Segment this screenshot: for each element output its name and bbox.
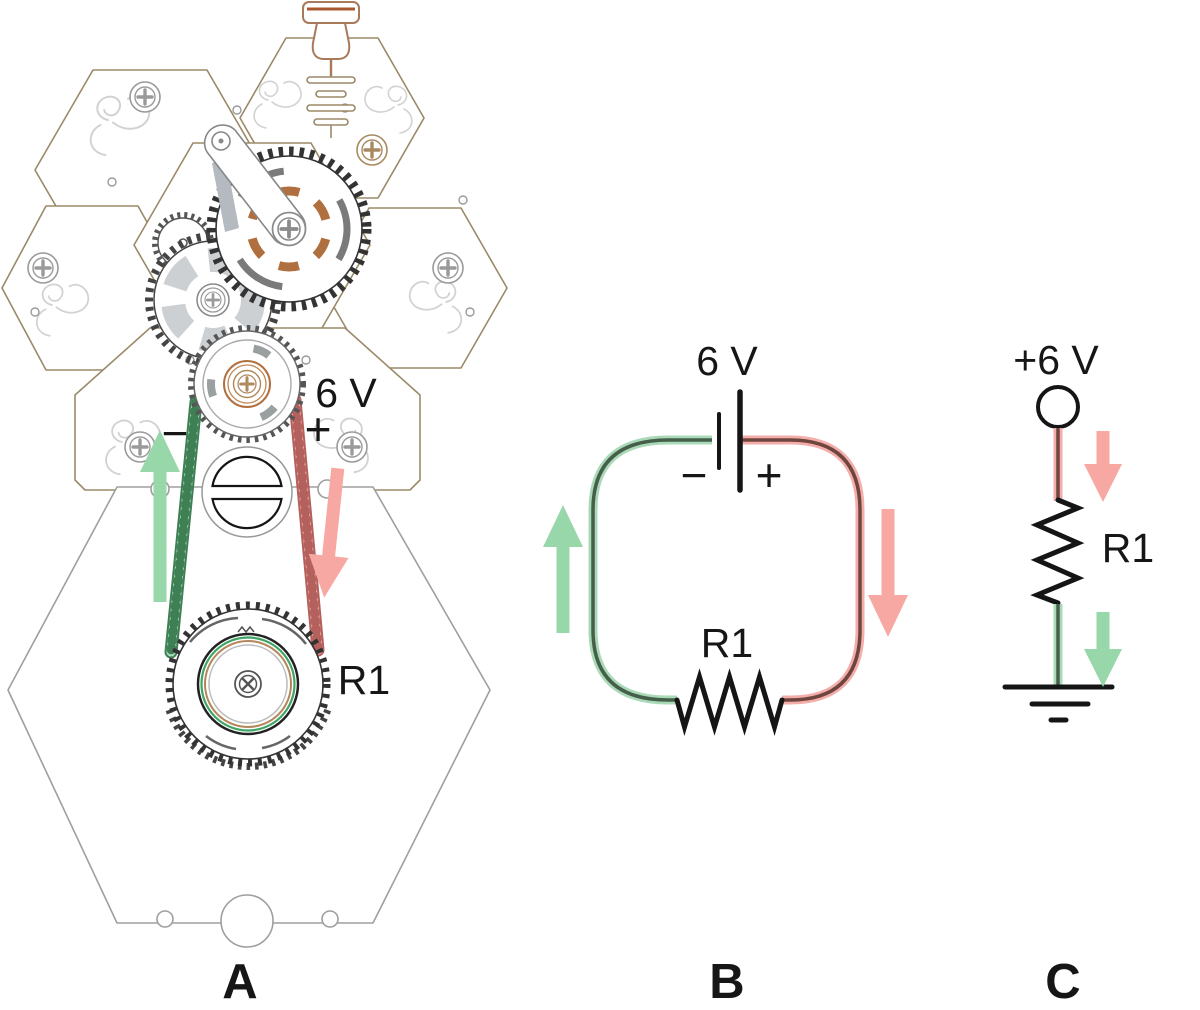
pin-hole (301, 355, 311, 365)
main-gear (203, 124, 372, 312)
current-down-arrow-icon (1084, 431, 1122, 502)
panel-a-letter: A (222, 955, 257, 1009)
screw-icon (128, 80, 162, 114)
pin-hole (465, 307, 475, 317)
current-down-arrow-icon (1084, 612, 1122, 687)
screw-icon (431, 251, 465, 285)
current-down-arrow-icon (868, 509, 908, 637)
plate-notch (156, 910, 174, 928)
panel-a-voltage-label: 6 V (315, 370, 377, 416)
pin-hole (232, 105, 242, 115)
screw-icon (26, 251, 60, 285)
panel-b-resistor-label: R1 (701, 620, 753, 666)
screw-icon (231, 368, 263, 400)
panel-b-plus-sign: + (756, 449, 783, 501)
chain-green (164, 395, 203, 659)
drive-sprocket (188, 325, 306, 443)
slotted-adjuster (201, 446, 293, 538)
panel-c-schematic: +6 V R1 (1002, 337, 1154, 723)
ratchet-slots (306, 76, 356, 138)
panel-c-resistor-label: R1 (1102, 525, 1154, 571)
resistor-symbol (674, 668, 785, 737)
panel-captions: A B C (222, 955, 1080, 1009)
battery-symbol (717, 389, 743, 493)
chain-red (288, 393, 325, 657)
plate-notch (321, 910, 339, 928)
load-gear-r1 (165, 601, 331, 767)
screw-icon (335, 430, 369, 464)
current-up-arrow-icon (543, 505, 583, 633)
panel-a-mechanism: 6 V − + R1 (1, 1, 508, 948)
wire-green-return (588, 435, 712, 705)
winding-key (302, 1, 360, 77)
current-down-arrow-icon (308, 467, 349, 598)
wire-red-supply (742, 435, 865, 705)
ground-symbol (1002, 684, 1115, 723)
panel-a-resistor-label: R1 (338, 657, 390, 703)
pallet-rod (212, 159, 239, 232)
screw-icon (199, 286, 227, 314)
panel-b-circuit: 6 V − + R1 (543, 338, 908, 737)
panel-b-minus-sign: − (681, 449, 708, 501)
chain-wrap (165, 705, 333, 770)
resistor-symbol (1030, 497, 1085, 606)
pin-hole (458, 195, 468, 205)
current-up-arrow-icon (140, 430, 180, 602)
screw-icon (355, 133, 389, 167)
plate-notch (220, 894, 274, 948)
panel-a-plus-sign: + (305, 403, 332, 455)
panel-c-letter: C (1045, 955, 1080, 1009)
panel-c-voltage-label: +6 V (1013, 337, 1099, 383)
panel-b-letter: B (709, 955, 744, 1009)
panel-b-voltage-label: 6 V (696, 338, 758, 384)
supply-terminal-circle (1036, 385, 1080, 429)
pin-hole (30, 307, 40, 317)
panel-a-minus-sign: − (162, 407, 189, 459)
screw-icon (270, 210, 308, 248)
pin-hole (107, 177, 117, 187)
